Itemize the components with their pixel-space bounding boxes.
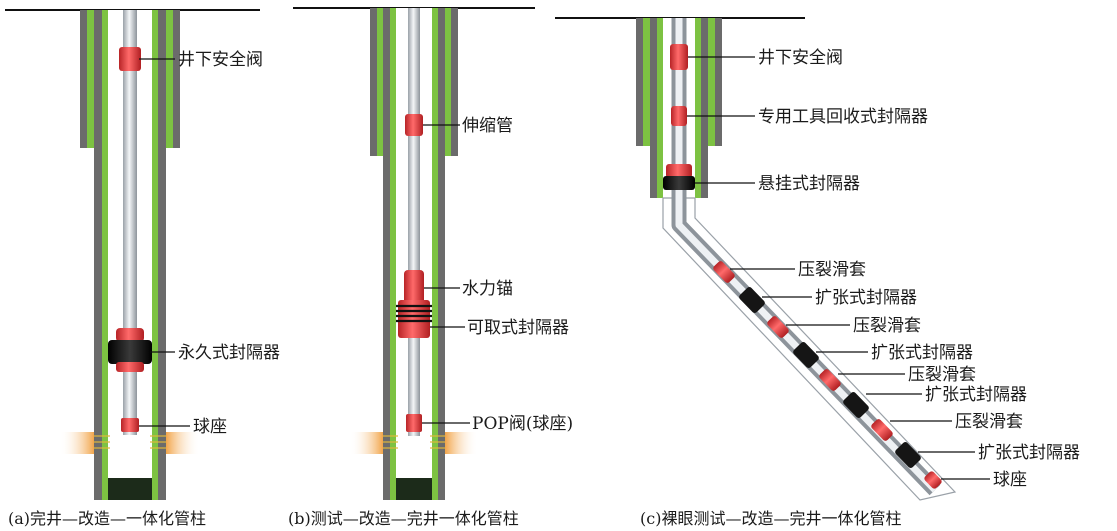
label-pop-valve: POP阀(球座) [472, 414, 573, 434]
panel-c: 井下安全阀 专用工具回收式封隔器 悬挂式封隔器 压裂滑套 扩张式封隔器 压裂滑套… [555, 17, 1080, 528]
pop-valve [406, 414, 422, 432]
frac-sleeve-2 [767, 316, 789, 338]
label-hydraulic-anchor: 水力锚 [462, 279, 513, 299]
swell-packer-4 [895, 442, 921, 468]
hanging-packer [663, 176, 695, 190]
panel-b: 伸缩管 水力锚 可取式封隔器 POP阀(球座) (b)测试—改造—完井一体化管柱 [288, 7, 573, 528]
retrievable-packer [398, 300, 430, 338]
swell-packer-2 [793, 342, 819, 368]
label-frac-sleeve-3: 压裂滑套 [908, 365, 976, 385]
perforation-left [60, 432, 94, 454]
perforation-right [445, 432, 478, 454]
label-frac-sleeve-1: 压裂滑套 [798, 260, 866, 280]
ball-seat [121, 418, 139, 432]
label-frac-sleeve-2: 压裂滑套 [853, 316, 921, 336]
expansion-joint [405, 114, 423, 136]
label-special-tool-packer: 专用工具回收式封隔器 [758, 107, 928, 127]
ball-seat [924, 471, 942, 489]
bottom-plug [396, 478, 432, 500]
label-safety-valve: 井下安全阀 [178, 50, 263, 70]
caption-b: (b)测试—改造—完井一体化管柱 [288, 509, 519, 528]
label-permanent-packer: 永久式封隔器 [178, 343, 280, 363]
caption-a: (a)完井—改造—一体化管柱 [8, 509, 206, 528]
bottom-plug [108, 478, 152, 500]
special-tool-packer [671, 106, 687, 126]
safety-valve [670, 44, 688, 70]
hydraulic-anchor [404, 270, 424, 304]
perforation-right [166, 432, 200, 454]
label-safety-valve: 井下安全阀 [758, 48, 843, 68]
label-ball-seat: 球座 [993, 470, 1027, 490]
label-swell-packer-3: 扩张式封隔器 [925, 385, 1027, 405]
swell-packer-1 [739, 287, 765, 313]
hanging-packer-top [666, 164, 692, 178]
tubing [408, 8, 420, 436]
safety-valve [119, 47, 141, 71]
permanent-packer [108, 340, 152, 364]
label-ball-seat: 球座 [193, 417, 227, 437]
label-swell-packer-1: 扩张式封隔器 [815, 288, 917, 308]
label-swell-packer-4: 扩张式封隔器 [978, 443, 1080, 463]
label-expansion-joint: 伸缩管 [462, 116, 513, 136]
label-hanging-packer: 悬挂式封隔器 [758, 174, 860, 194]
frac-sleeve-3 [819, 369, 841, 391]
caption-c: (c)裸眼测试—改造—完井一体化管柱 [640, 509, 901, 528]
frac-sleeve-4 [871, 419, 893, 441]
perforation-left [350, 432, 383, 454]
panel-a: 井下安全阀 永久式封隔器 球座 (a)完井—改造—一体化管柱 [5, 9, 280, 528]
frac-sleeve-1 [713, 261, 735, 283]
label-frac-sleeve-4: 压裂滑套 [955, 412, 1023, 432]
packer-top-sub [116, 328, 144, 342]
label-retrievable-packer: 可取式封隔器 [467, 318, 569, 338]
swell-packer-3 [843, 392, 869, 418]
label-swell-packer-2: 扩张式封隔器 [871, 343, 973, 363]
